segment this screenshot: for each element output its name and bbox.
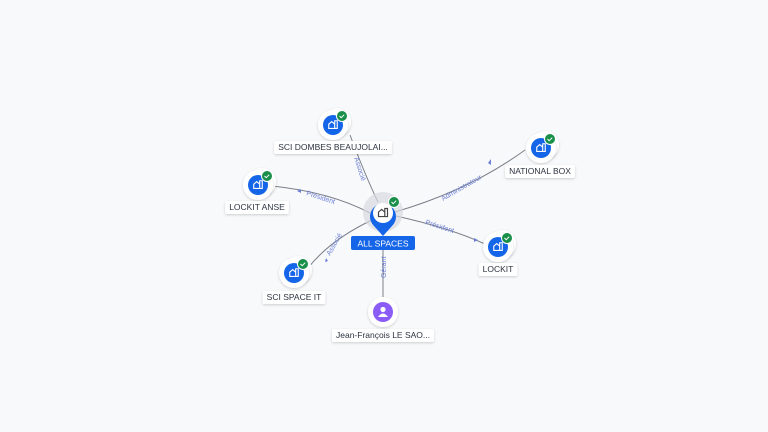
node-national[interactable]: NATIONAL BOX — [505, 131, 575, 178]
building-icon — [253, 180, 263, 189]
building-icon — [493, 242, 503, 251]
edge-national: Administrateur — [394, 149, 526, 213]
node-label: LOCKIT ANSE — [229, 202, 285, 212]
edge-label: Président — [305, 190, 335, 206]
check-icon — [336, 110, 348, 122]
node-label: NATIONAL BOX — [509, 166, 571, 176]
check-icon — [544, 133, 556, 145]
node-label: SCI DOMBES BEAUJOLAI... — [278, 142, 388, 152]
node-label: Jean-François LE SAO... — [336, 330, 430, 340]
check-icon — [261, 170, 273, 182]
edge-jf: Gérant — [381, 250, 388, 298]
person-icon — [378, 306, 388, 317]
node-label: LOCKIT — [483, 264, 514, 274]
edge-label: Associé — [352, 156, 366, 182]
node-anse[interactable]: LOCKIT ANSE — [225, 168, 289, 214]
building-icon — [377, 207, 389, 218]
building-icon — [328, 120, 338, 129]
node-lockit[interactable]: LOCKIT — [478, 230, 518, 276]
edge-label: Président — [424, 219, 454, 235]
edge-label: Administrateur — [441, 174, 484, 203]
node-label: SCI SPACE IT — [267, 292, 322, 302]
building-icon — [536, 143, 546, 152]
edge-label: Associé — [326, 232, 344, 257]
center-node[interactable]: ALL SPACES — [351, 192, 415, 250]
check-icon — [388, 196, 400, 208]
check-icon — [297, 258, 309, 270]
node-dombes[interactable]: SCI DOMBES BEAUJOLAI... — [274, 108, 392, 154]
building-icon — [289, 268, 299, 277]
node-jf[interactable]: Jean-François LE SAO... — [331, 297, 435, 342]
check-icon — [501, 232, 513, 244]
center-label: ALL SPACES — [357, 239, 408, 249]
node-spaceit[interactable]: SCI SPACE IT — [262, 256, 326, 304]
edge-label: Gérant — [381, 257, 388, 278]
